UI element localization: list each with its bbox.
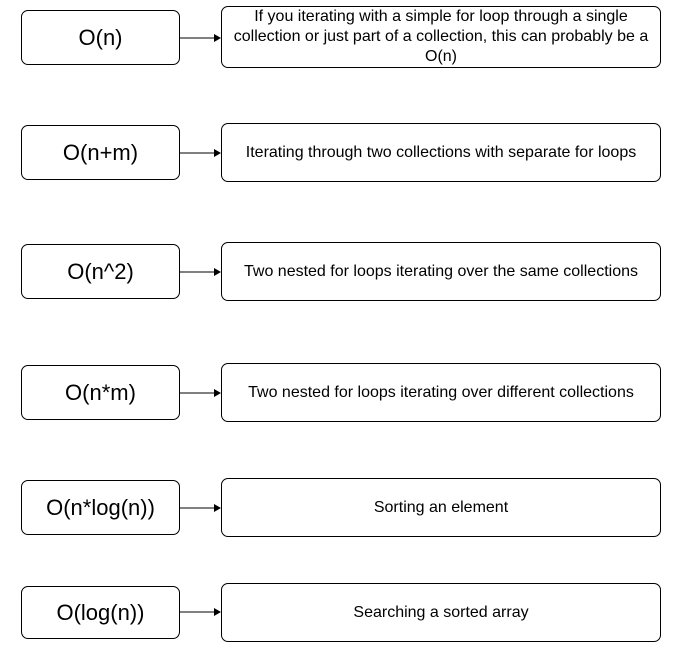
description-box-o-n: If you iterating with a simple for loop … — [221, 6, 661, 68]
arrow-connector — [180, 267, 221, 277]
arrow-right-icon — [180, 504, 221, 512]
complexity-box-o-n-squared: O(n^2) — [21, 244, 180, 299]
arrow-right-icon — [180, 149, 221, 157]
arrow-connector — [180, 388, 221, 398]
description-box-o-n-times-m: Two nested for loops iterating over diff… — [221, 363, 661, 422]
complexity-box-o-log-n: O(log(n)) — [21, 586, 180, 639]
arrow-right-icon — [180, 268, 221, 276]
description-box-o-n-plus-m: Iterating through two collections with s… — [221, 123, 661, 182]
complexity-box-o-n-times-m: O(n*m) — [21, 365, 180, 420]
complexity-box-o-n-log-n: O(n*log(n)) — [21, 480, 180, 535]
arrow-right-icon — [180, 389, 221, 397]
arrow-connector — [180, 33, 221, 43]
description-box-o-n-log-n: Sorting an element — [221, 478, 661, 537]
arrow-connector — [180, 503, 221, 513]
complexity-box-o-n: O(n) — [21, 10, 180, 65]
description-box-o-log-n: Searching a sorted array — [221, 583, 661, 642]
complexity-box-o-n-plus-m: O(n+m) — [21, 125, 180, 180]
arrow-right-icon — [180, 608, 221, 616]
description-box-o-n-squared: Two nested for loops iterating over the … — [221, 242, 661, 301]
arrow-right-icon — [180, 34, 221, 42]
arrow-connector — [180, 148, 221, 158]
arrow-connector — [180, 607, 221, 617]
